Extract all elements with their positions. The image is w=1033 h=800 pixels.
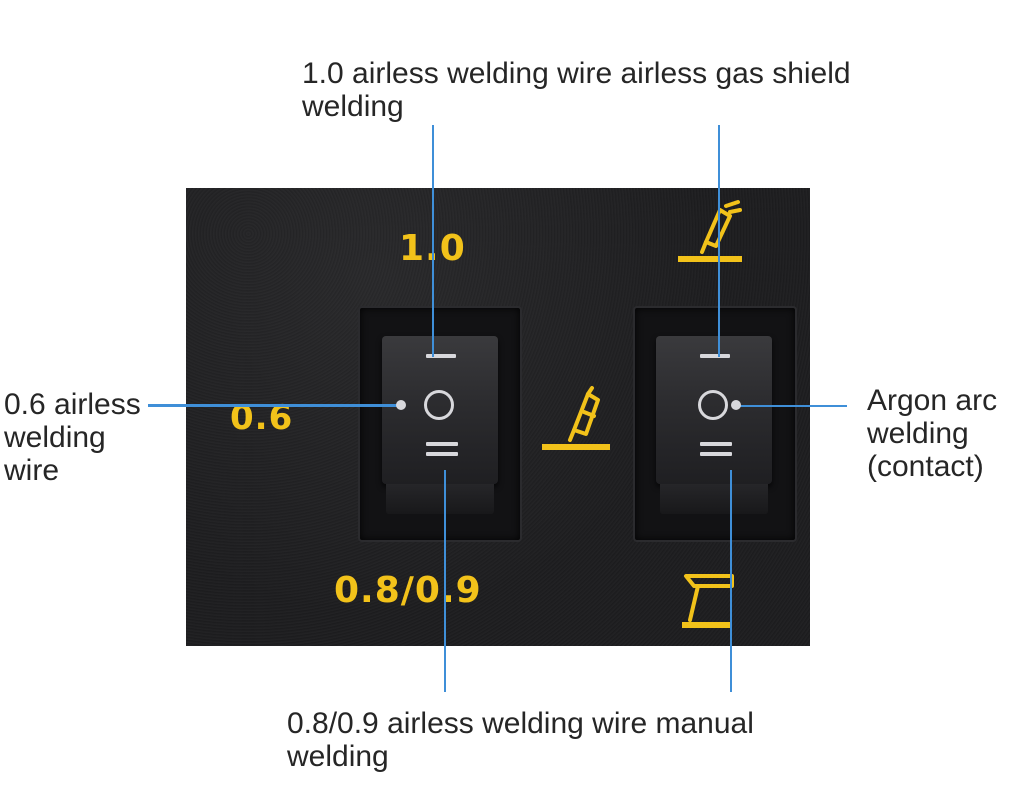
leader-dot-right [731, 400, 741, 410]
left-switch-mark-bottom-2 [426, 452, 458, 456]
label-1-0: 1.0 [399, 228, 466, 269]
tig-torch-icon [678, 200, 742, 262]
leader-dot-left [396, 400, 406, 410]
right-switch-mark-bottom-1 [700, 442, 732, 446]
right-switch-mark-off [698, 390, 728, 420]
left-switch-mark-off [424, 390, 454, 420]
right-rocker-lower [660, 484, 768, 514]
electrode-holder-icon [682, 574, 734, 628]
leader-line-top [432, 125, 434, 357]
control-panel: 1.0 0.6 0.8/0.9 [186, 188, 810, 646]
left-switch-mark-top [426, 354, 456, 358]
callout-right: Argon arc welding (contact) [867, 384, 998, 483]
left-rocker-lower [386, 484, 494, 514]
leader-line-top-right [718, 125, 720, 357]
label-0-8-0-9: 0.8/0.9 [334, 570, 482, 611]
callout-bottom: 0.8/0.9 airless welding wire manual weld… [287, 707, 754, 773]
right-switch-mark-bottom-2 [700, 452, 732, 456]
leader-line-bottom-right [730, 470, 732, 692]
callout-left: 0.6 airless welding wire [4, 388, 141, 487]
right-switch-mark-top [700, 354, 730, 358]
leader-line-left [148, 404, 400, 407]
callout-top: 1.0 airless welding wire airless gas shi… [302, 57, 851, 123]
left-switch-mark-bottom-1 [426, 442, 458, 446]
right-rocker-switch[interactable] [656, 336, 772, 484]
mig-torch-icon [542, 386, 610, 450]
leader-line-right [735, 405, 847, 407]
left-rocker-switch[interactable] [382, 336, 498, 484]
leader-line-bottom [444, 470, 446, 692]
